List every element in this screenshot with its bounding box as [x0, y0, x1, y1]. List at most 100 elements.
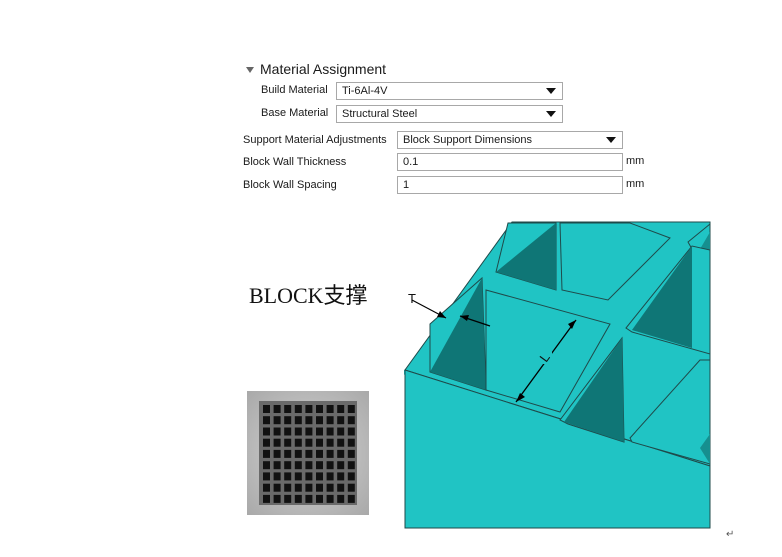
lattice-cell — [263, 416, 270, 425]
collapse-triangle-icon[interactable] — [246, 66, 254, 73]
t-label: T — [408, 291, 416, 306]
lattice-cell — [263, 427, 270, 436]
lattice-cell — [347, 427, 355, 436]
lattice-cell — [294, 438, 302, 447]
lattice-photo-image — [247, 391, 369, 515]
lattice-cell — [347, 438, 355, 447]
wall-thickness-input[interactable]: 0.1 — [397, 153, 623, 171]
lattice-cell — [326, 449, 334, 458]
cell-wall-shadow — [430, 278, 486, 390]
lattice-cell — [273, 405, 281, 413]
lattice-cell — [337, 461, 345, 470]
support-material-dropdown[interactable]: Block Support Dimensions — [397, 131, 623, 149]
lattice-cell — [294, 405, 302, 413]
block-support-diagram: L — [404, 221, 711, 529]
lattice-cell — [284, 405, 292, 413]
lattice-cell — [294, 416, 302, 425]
lattice-cell — [316, 427, 323, 436]
lattice-cell — [273, 483, 281, 492]
lattice-cell — [294, 494, 302, 503]
lattice-cell — [316, 416, 323, 425]
lattice-cell — [347, 483, 355, 492]
lattice-cell — [273, 427, 281, 436]
cell-wall-shadow — [564, 338, 624, 442]
wall-spacing-unit: mm — [626, 178, 645, 190]
cell-wall-shadow — [632, 246, 692, 348]
wall-thickness-label: Block Wall Thickness — [243, 156, 347, 168]
lattice-cell — [305, 494, 313, 503]
lattice-cell — [326, 494, 334, 503]
lattice-cell — [347, 472, 355, 481]
lattice-cell — [263, 461, 270, 470]
lattice-cell — [284, 483, 292, 492]
chevron-down-icon[interactable] — [546, 88, 556, 94]
cell-floor — [559, 222, 671, 301]
chevron-down-icon[interactable] — [606, 137, 616, 143]
lattice-cell — [305, 472, 313, 481]
lattice-cell — [337, 438, 345, 447]
t-arrowhead — [437, 311, 446, 318]
lattice-cell — [316, 483, 323, 492]
lattice-cell — [337, 494, 345, 503]
wall-spacing-label: Block Wall Spacing — [243, 179, 337, 191]
lattice-cell — [284, 427, 292, 436]
lattice-cell — [305, 483, 313, 492]
lattice-cell — [347, 494, 355, 503]
lattice-cell — [294, 427, 302, 436]
lattice-cell — [273, 472, 281, 481]
lattice-cell — [305, 405, 313, 413]
cell-floor — [629, 359, 711, 465]
build-material-value: Ti-6Al-4V — [342, 85, 388, 97]
lattice-cell — [294, 483, 302, 492]
l-arrowhead-bottom — [516, 393, 525, 402]
lattice-cell — [316, 494, 323, 503]
t-inner-arrowhead — [460, 315, 469, 321]
wall-spacing-input[interactable]: 1 — [397, 176, 623, 194]
lattice-cell — [337, 427, 345, 436]
panel-title: Material Assignment — [260, 61, 387, 77]
lattice-cell — [263, 438, 270, 447]
lattice-cell — [326, 472, 334, 481]
lattice-cell — [284, 472, 292, 481]
base-material-label: Base Material — [261, 107, 329, 119]
lattice-cell — [347, 449, 355, 458]
chevron-down-icon[interactable] — [546, 111, 556, 117]
lattice-cell — [284, 449, 292, 458]
lattice-cell — [337, 405, 345, 413]
lattice-cell — [273, 416, 281, 425]
lattice-cell — [305, 461, 313, 470]
lattice-cell — [347, 405, 355, 413]
base-material-value: Structural Steel — [342, 108, 418, 120]
material-assignment-header[interactable]: Material Assignment — [246, 61, 386, 77]
lattice-cell — [263, 405, 270, 413]
support-material-value: Block Support Dimensions — [403, 134, 533, 146]
l-arrowhead-top — [568, 320, 576, 329]
lattice-cell — [273, 449, 281, 458]
block-support-heading: BLOCK支撑 — [249, 283, 368, 308]
lattice-cell — [337, 449, 345, 458]
cell-wall-shadow — [496, 223, 556, 290]
lattice-cell — [326, 405, 334, 413]
wall-thickness-unit: mm — [626, 155, 645, 167]
lattice-cell — [337, 483, 345, 492]
lattice-cell — [305, 416, 313, 425]
lattice-cell — [294, 449, 302, 458]
lattice-cell — [305, 438, 313, 447]
base-material-dropdown[interactable]: Structural Steel — [336, 105, 563, 123]
lattice-cell — [263, 472, 270, 481]
lattice-cell — [284, 416, 292, 425]
lattice-cell — [347, 461, 355, 470]
cell-wall-shadow — [700, 434, 710, 464]
lattice-cell — [326, 483, 334, 492]
lattice-cell — [284, 461, 292, 470]
build-material-dropdown[interactable]: Ti-6Al-4V — [336, 82, 563, 100]
lattice-cell — [305, 449, 313, 458]
build-material-label: Build Material — [261, 84, 328, 96]
support-material-label: Support Material Adjustments — [243, 134, 387, 146]
lattice-cell — [294, 461, 302, 470]
lattice-cell — [263, 494, 270, 503]
paragraph-mark: ↵ — [726, 529, 735, 540]
lattice-cell — [316, 449, 323, 458]
lattice-cell — [284, 438, 292, 447]
lattice-cell — [316, 472, 323, 481]
